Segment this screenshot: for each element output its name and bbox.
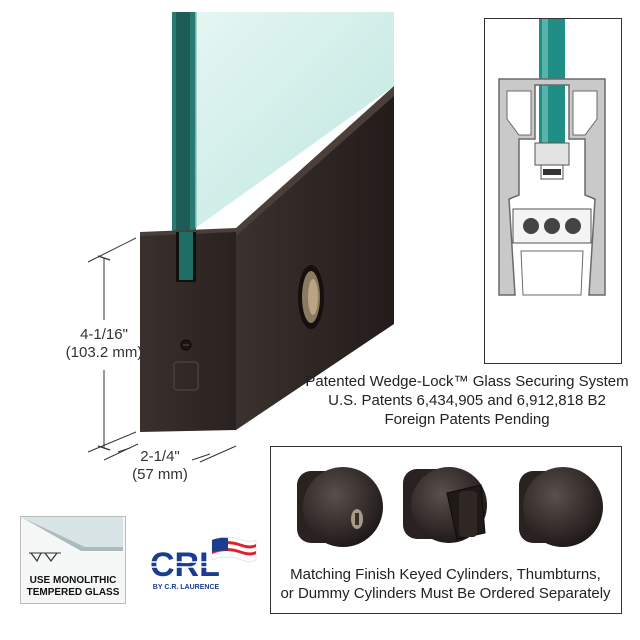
glass-badge-line-2: TEMPERED GLASS: [26, 587, 120, 598]
us-flag-icon: [211, 536, 257, 562]
glass-badge-text: USE MONOLITHIC TEMPERED GLASS: [21, 575, 125, 599]
height-dimension: [87, 237, 137, 453]
crl-logo-letters: CRL: [150, 546, 220, 584]
crl-tagline: BY C.R. LAURENCE: [152, 584, 220, 591]
keyed-cylinder: [297, 467, 383, 547]
cylinder-caption-line-1: Matching Finish Keyed Cylinders, Thumbtu…: [290, 566, 601, 583]
patent-line-2: U.S. Patents 6,434,905 and 6,912,818 B2: [328, 392, 606, 409]
patent-line-1: Patented Wedge-Lock™ Glass Securing Syst…: [305, 373, 629, 390]
patent-info: Patented Wedge-Lock™ Glass Securing Syst…: [304, 372, 630, 429]
rail-cross-section: [498, 19, 606, 296]
cylinders-inset: Matching Finish Keyed Cylinders, Thumbtu…: [270, 446, 622, 614]
glass-panel: [172, 12, 394, 280]
cylinder-options: [297, 467, 603, 547]
thumbturn-cylinder: [403, 467, 487, 543]
width-dimension: [103, 443, 237, 463]
cross-section-inset: [484, 18, 622, 364]
dummy-cylinder: [519, 467, 603, 547]
glass-pane-icon: [21, 517, 123, 563]
cylinder-caption: Matching Finish Keyed Cylinders, Thumbtu…: [271, 565, 620, 603]
patent-line-3: Foreign Patents Pending: [384, 411, 550, 428]
height-imperial: 4-1/16": [80, 326, 128, 343]
glass-badge-line-1: USE MONOLITHIC: [29, 575, 117, 586]
width-imperial: 2-1/4": [140, 448, 180, 465]
width-metric: (57 mm): [132, 466, 188, 483]
width-dimension-label: 2-1/4" (57 mm): [118, 448, 202, 484]
height-dimension-label: 4-1/16" (103.2 mm): [46, 326, 162, 362]
height-metric: (103.2 mm): [65, 344, 143, 361]
crl-logo: CRL BY C.R. LAURENCE: [146, 534, 258, 604]
tempered-glass-badge: USE MONOLITHIC TEMPERED GLASS: [20, 516, 126, 604]
cylinder-caption-line-2: or Dummy Cylinders Must Be Ordered Separ…: [280, 585, 611, 602]
crl-logo-mark: CRL: [150, 536, 257, 584]
door-rail: [140, 86, 394, 432]
